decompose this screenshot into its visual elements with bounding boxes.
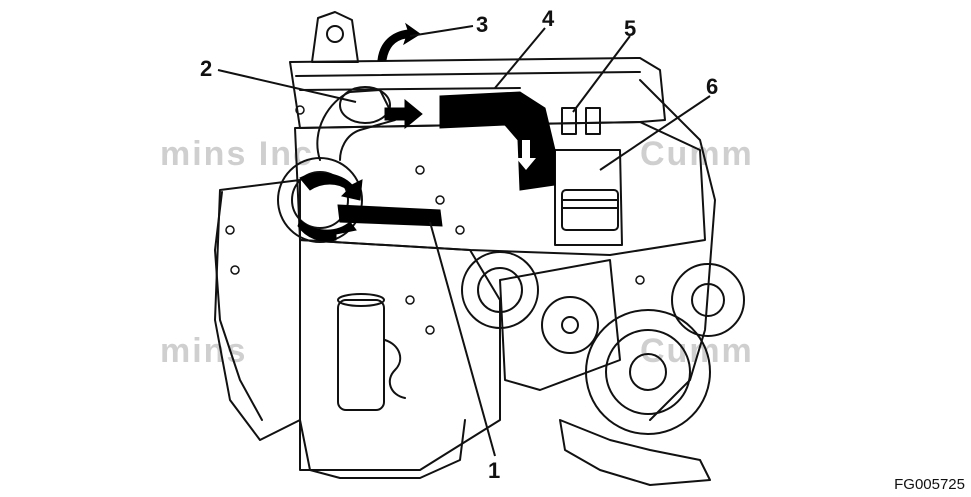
intake-opening — [339, 86, 391, 124]
leader-6 — [599, 95, 711, 171]
watermark-right-top: Cumm — [640, 135, 754, 173]
turbo-swirl — [299, 172, 363, 201]
callout-3: 3 — [476, 12, 488, 37]
callout-4: 4 — [542, 6, 555, 31]
leader-1 — [429, 221, 496, 457]
piston — [561, 189, 619, 231]
leader-4 — [494, 27, 546, 89]
leader-3 — [409, 25, 474, 37]
watermark-right-bottom: Cumm — [640, 332, 754, 370]
watermark: mins Inc Cumm mins Cumm — [160, 135, 754, 370]
intake-manifold-channel — [439, 91, 556, 191]
front-engine-mount — [559, 419, 711, 486]
water-pump-pulley — [461, 251, 539, 329]
air-flow-path — [297, 22, 556, 242]
fan-pulley — [671, 263, 745, 337]
cylinder-liner — [554, 149, 623, 246]
callout-2: 2 — [200, 56, 212, 81]
incoming-air-arrow — [377, 22, 421, 61]
leader-lines — [217, 25, 711, 457]
valve-spring-right — [585, 107, 601, 135]
callout-numbers: 1 2 3 4 5 6 — [200, 6, 718, 483]
watermark-left-top: mins Inc — [160, 135, 314, 173]
engine-block — [214, 179, 301, 441]
flywheel-housing — [214, 191, 263, 421]
leader-2 — [217, 69, 357, 103]
lifting-eye-hole — [326, 25, 344, 43]
oil-pan — [299, 419, 466, 479]
engine-drawing — [214, 11, 745, 486]
fuel-filter — [337, 299, 385, 411]
figure-code: FG005725 — [894, 476, 965, 493]
callout-1: 1 — [488, 458, 500, 483]
callout-6: 6 — [706, 74, 718, 99]
intake-arrow — [384, 98, 423, 130]
intake-elbow — [316, 89, 396, 161]
accessory-bracket — [499, 259, 621, 391]
lifting-eye — [311, 11, 359, 63]
vibration-damper — [585, 309, 711, 435]
leader-5 — [572, 35, 631, 113]
valve-spring-left — [561, 107, 577, 135]
callout-5: 5 — [624, 16, 636, 41]
